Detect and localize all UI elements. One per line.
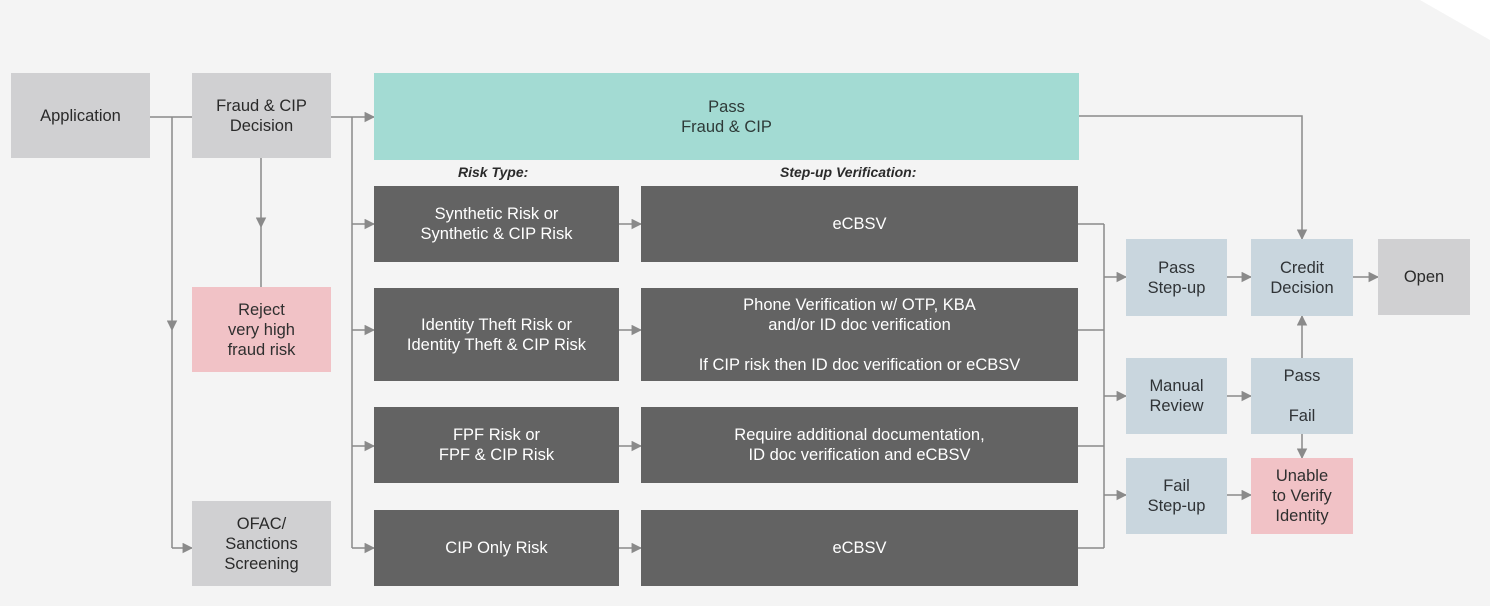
verify-cip-only-node: eCBSV <box>641 510 1078 586</box>
application-node: Application <box>11 73 150 158</box>
credit-decision-node: Credit Decision <box>1251 239 1353 316</box>
risk-identity-theft-node: Identity Theft Risk or Identity Theft & … <box>374 288 619 381</box>
review-fail-label: Fail <box>1288 407 1316 425</box>
reject-node: Reject very high fraud risk <box>192 287 331 372</box>
risk-fpf-node: FPF Risk or FPF & CIP Risk <box>374 407 619 483</box>
risk-type-header: Risk Type: <box>458 164 529 180</box>
fail-stepup-node: Fail Step-up <box>1126 458 1227 534</box>
fraud-cip-decision-node: Fraud & CIP Decision <box>192 73 331 158</box>
risk-cip-only-node: CIP Only Risk <box>374 510 619 586</box>
manual-review-node: Manual Review <box>1126 358 1227 434</box>
pass-stepup-node: Pass Step-up <box>1126 239 1227 316</box>
unable-verify-node: Unable to Verify Identity <box>1251 458 1353 534</box>
verify-synthetic-node: eCBSV <box>641 186 1078 262</box>
review-outcome-node: Pass Fail <box>1251 358 1353 434</box>
verify-fpf-node: Require additional documentation, ID doc… <box>641 407 1078 483</box>
risk-synthetic-node: Synthetic Risk or Synthetic & CIP Risk <box>374 186 619 262</box>
ofac-screening-node: OFAC/ Sanctions Screening <box>192 501 331 586</box>
stepup-verification-header: Step-up Verification: <box>780 164 917 180</box>
review-pass-label: Pass <box>1283 367 1321 385</box>
open-node: Open <box>1378 239 1470 315</box>
pass-fraud-cip-node: Pass Fraud & CIP <box>374 73 1079 160</box>
verify-identity-theft-node: Phone Verification w/ OTP, KBA and/or ID… <box>641 288 1078 381</box>
